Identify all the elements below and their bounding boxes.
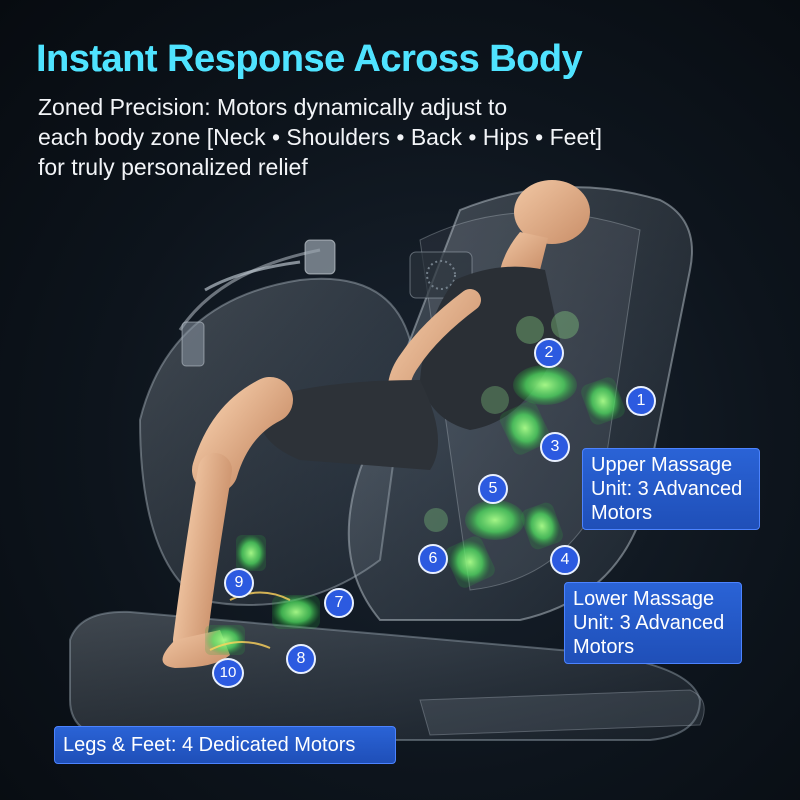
legs-feet-label: Legs & Feet: 4 Dedicated Motors [54, 726, 396, 764]
motor-badge-10: 10 [212, 658, 244, 688]
lower-label-line-2: Unit: 3 Advanced [573, 612, 725, 634]
motor-badge-6: 6 [418, 544, 448, 574]
motor-badge-9: 9 [224, 568, 254, 598]
motor-badge-3: 3 [540, 432, 570, 462]
lower-label-line-1: Lower Massage [573, 588, 715, 610]
motor-cluster-legs [205, 535, 320, 655]
page-title: Instant Response Across Body [36, 38, 583, 80]
motor-badge-2: 2 [534, 338, 564, 368]
upper-label-line-1: Upper Massage [591, 454, 733, 476]
upper-label-line-2: Unit: 3 Advanced [591, 478, 743, 500]
subtitle-line-2: each body zone [Neck • Shoulders • Back … [38, 124, 603, 150]
upper-massage-label: Upper Massage Unit: 3 Advanced Motors [582, 448, 760, 530]
upper-label-line-3: Motors [591, 502, 653, 524]
remote-control-icon [181, 239, 336, 367]
motor-badge-1: 1 [626, 386, 656, 416]
lower-label-line-3: Motors [573, 636, 635, 658]
motor-badge-8: 8 [286, 644, 316, 674]
motor-cluster-lower [424, 500, 563, 588]
person-figure [162, 180, 590, 668]
subtitle: Zoned Precision: Motors dynamically adju… [38, 92, 678, 182]
motor-badge-5: 5 [478, 474, 508, 504]
lower-massage-label: Lower Massage Unit: 3 Advanced Motors [564, 582, 742, 664]
motor-badge-7: 7 [324, 588, 354, 618]
motor-cluster-upper [481, 311, 625, 455]
subtitle-line-3: for truly personalized relief [38, 154, 308, 180]
motor-badge-4: 4 [550, 545, 580, 575]
subtitle-line-1: Zoned Precision: Motors dynamically adju… [38, 94, 508, 120]
